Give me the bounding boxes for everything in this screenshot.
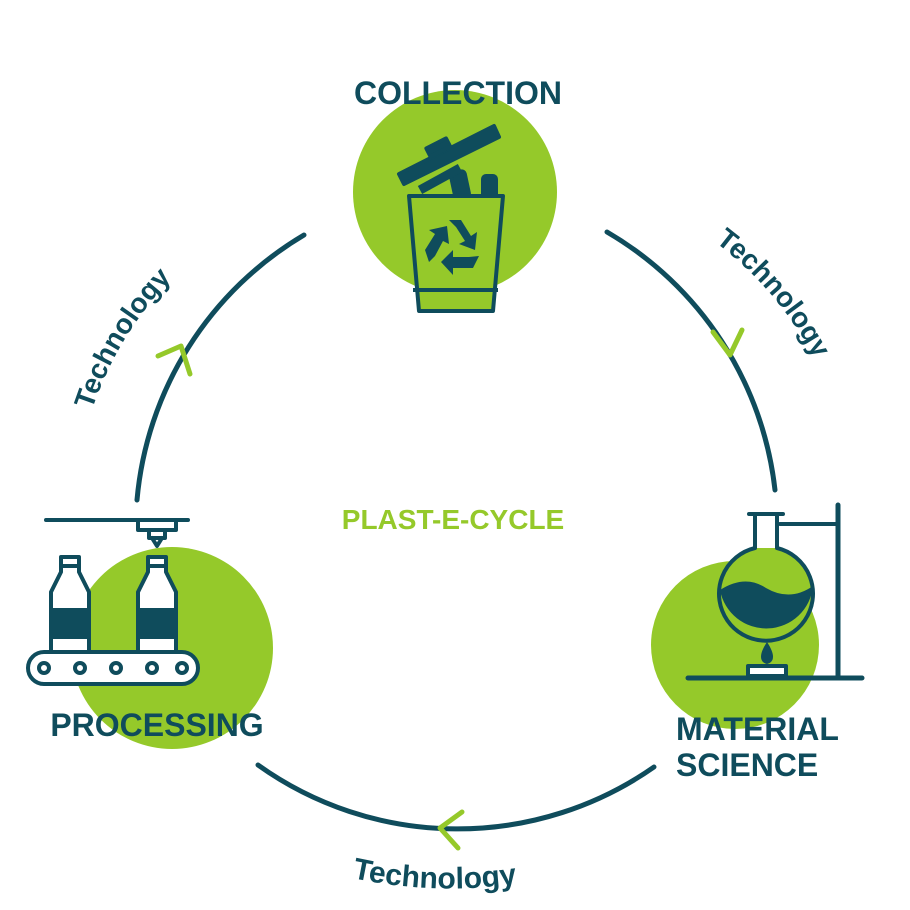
recycle-bin-icon	[397, 124, 505, 313]
arc-material-to-processing	[255, 762, 657, 832]
node-material-science: MATERIAL SCIENCE	[651, 502, 865, 783]
arrow-right-icon	[710, 327, 745, 358]
processing-label: PROCESSING	[50, 707, 263, 743]
technology-label-bottom: Technology	[351, 853, 519, 896]
node-processing: PROCESSING	[26, 518, 273, 749]
collection-label: COLLECTION	[354, 75, 562, 111]
material-science-label-line1: MATERIAL	[676, 711, 839, 747]
lab-flask-icon	[685, 502, 865, 681]
material-science-label-line2: SCIENCE	[676, 747, 818, 783]
node-collection: COLLECTION	[353, 75, 562, 313]
center-title: PLAST-E-CYCLE	[342, 504, 564, 535]
arrow-left-icon	[155, 343, 193, 377]
bottle-conveyor-icon	[26, 518, 200, 686]
arc-processing-to-collection	[134, 232, 307, 503]
technology-label-top-left: Technology	[68, 261, 176, 412]
arrow-bottom-icon	[437, 809, 465, 851]
technology-label-top-right: Technology	[711, 222, 837, 362]
